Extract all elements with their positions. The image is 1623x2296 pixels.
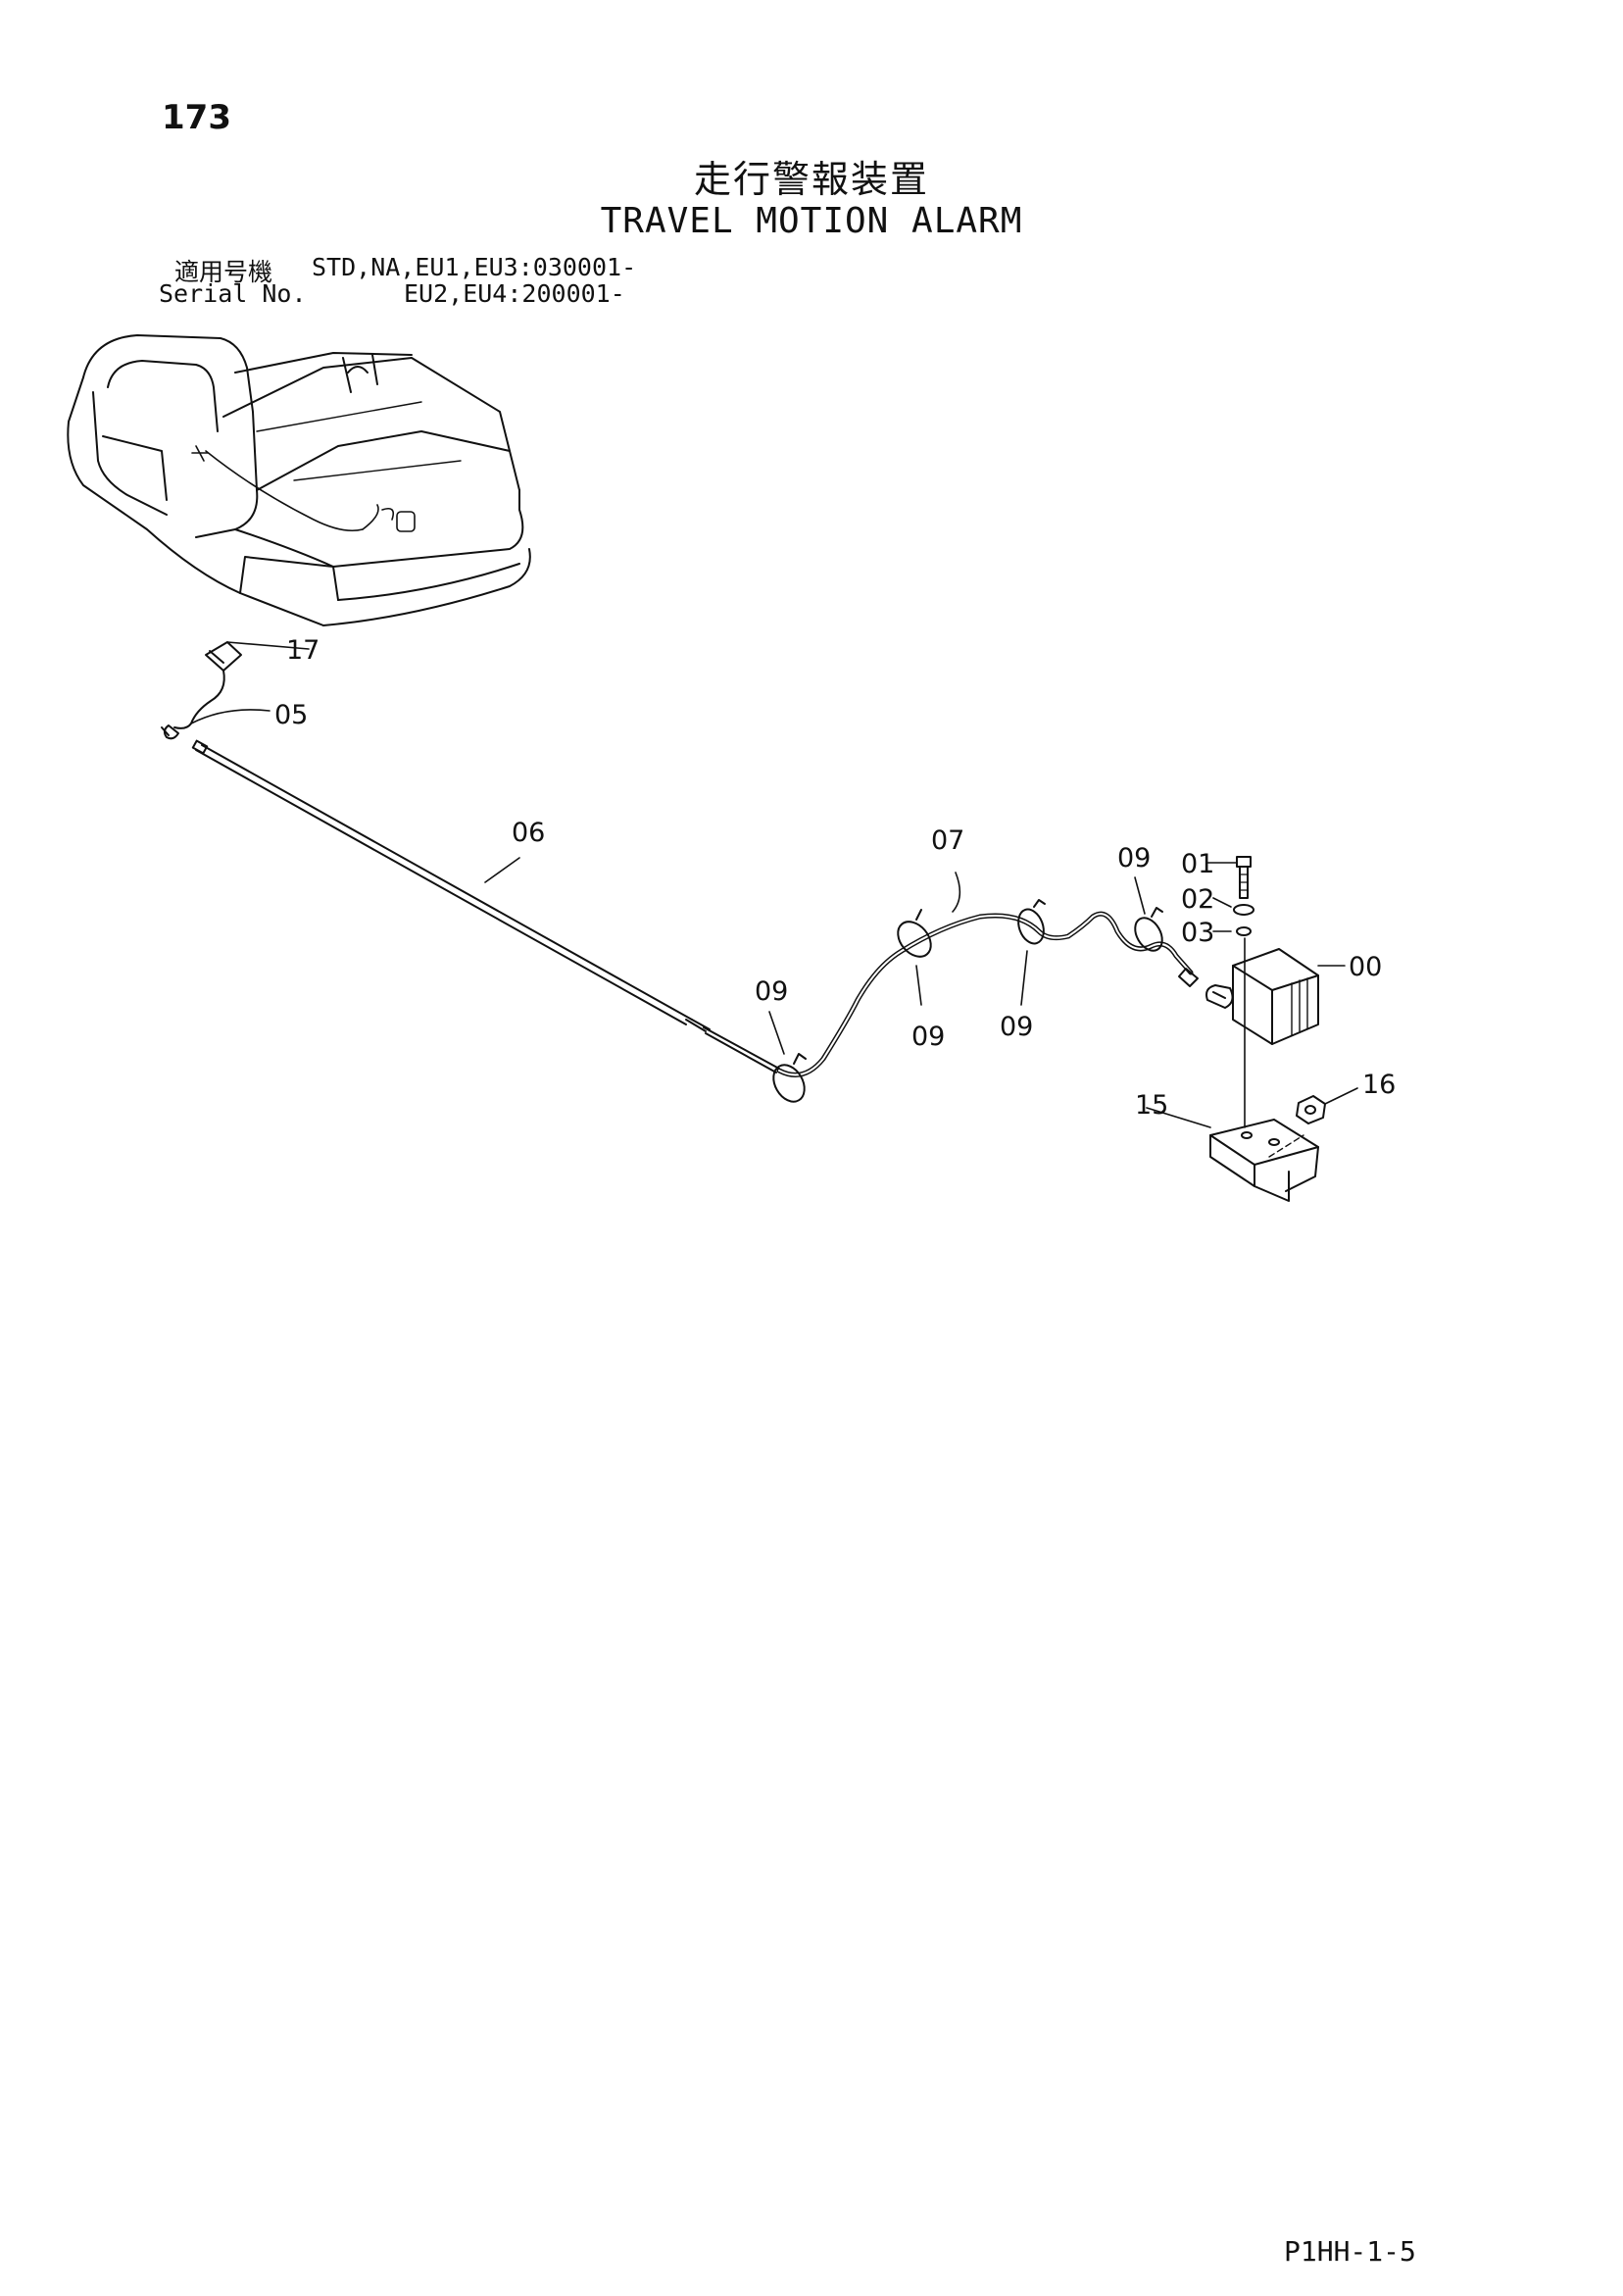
- part-01-03-fasteners: [1206, 856, 1254, 936]
- callout-02: 02: [1181, 884, 1214, 915]
- part-17-connector: [205, 641, 310, 672]
- part-15-bracket: [1146, 1107, 1319, 1202]
- footer-code: P1HH-1-5: [1284, 2235, 1416, 2268]
- part-05-harness: [161, 670, 270, 740]
- callout-05: 05: [274, 700, 308, 730]
- part-09-clamps: [768, 876, 1163, 1103]
- callout-06: 06: [512, 818, 545, 848]
- title-english: TRAVEL MOTION ALARM: [600, 201, 1023, 241]
- callout-07: 07: [931, 825, 964, 856]
- callout-15: 15: [1135, 1090, 1168, 1121]
- part-00-alarm: [1205, 948, 1346, 1045]
- machine-outline: [67, 334, 531, 626]
- applicability-label-jp: 適用号機: [174, 258, 273, 286]
- title-japanese: 走行警報装置: [693, 158, 929, 201]
- part-06-harness: [191, 739, 780, 1073]
- callout-09-c: 09: [1000, 1012, 1033, 1042]
- callout-00: 00: [1349, 952, 1382, 982]
- page-number: 173: [162, 98, 231, 137]
- applicability-models-line2: EU2,EU4:200001-: [404, 279, 625, 308]
- part-07-harness: [776, 872, 1199, 1077]
- callout-09-b: 09: [911, 1022, 945, 1052]
- callout-03: 03: [1181, 918, 1214, 948]
- callout-09-d: 09: [1117, 843, 1151, 873]
- callout-17: 17: [286, 635, 320, 666]
- callout-09-a: 09: [755, 976, 788, 1007]
- callout-16: 16: [1362, 1070, 1396, 1100]
- applicability-label-en: Serial No.: [159, 279, 307, 308]
- applicability-models-line1: STD,NA,EU1,EU3:030001-: [312, 253, 637, 281]
- callout-01: 01: [1181, 849, 1214, 879]
- part-16-nut: [1296, 1087, 1358, 1124]
